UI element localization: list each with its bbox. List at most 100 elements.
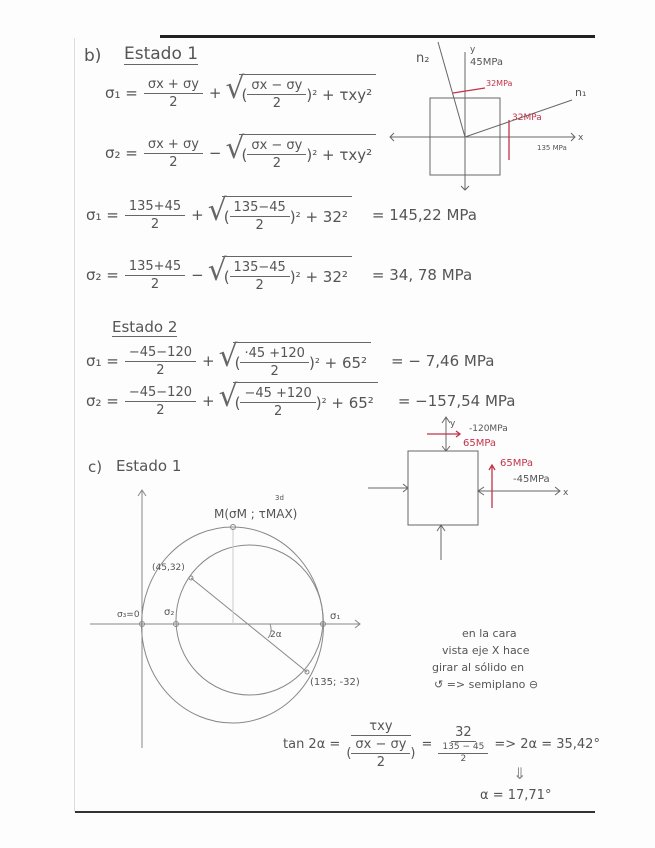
sigma-y-label: -120MPa: [469, 424, 508, 434]
numerator: 135+45: [124, 258, 186, 276]
sigma-x-label: 135 MPa: [537, 144, 567, 152]
operator: +: [322, 145, 335, 164]
tau-top-label: 65MPa: [463, 438, 496, 449]
page-bottom-edge: [75, 811, 595, 813]
lhs: σ₁ =: [86, 206, 119, 224]
tau-term: + 65²: [324, 353, 368, 372]
y-label: y: [450, 419, 456, 429]
page-left-edge: [74, 38, 75, 812]
point-sigma2: [173, 621, 179, 627]
result: = − 7,46 MPa: [391, 352, 495, 370]
n2-label: n₂: [416, 51, 429, 66]
denominator: 2: [273, 404, 283, 419]
operator: +: [208, 84, 222, 102]
n1-direction: [464, 99, 573, 138]
result: => 2α = 35,42°: [494, 737, 600, 752]
shear-arrow-right: [488, 463, 496, 508]
point-M: [230, 524, 236, 530]
x-label: x: [563, 488, 569, 498]
numerator: 135 − 45: [438, 742, 489, 754]
denominator: 2: [169, 94, 178, 110]
n2-direction: [437, 41, 466, 138]
denominator: 2: [255, 278, 264, 293]
n1-label: n₁: [575, 86, 586, 99]
result: = −157,54 MPa: [397, 392, 516, 410]
sigma-x-label: -45MPa: [513, 474, 550, 485]
lhs: σ₁ =: [86, 352, 119, 370]
exponent: ²: [321, 395, 327, 410]
formula-sigma2-estado1: σ₂ = 135+452 − (135−452)² + 32² = 34, 78…: [86, 253, 473, 294]
lhs: tan 2α =: [283, 737, 341, 752]
handwritten-note: en la cara vista eje X hace girar al sól…: [432, 625, 538, 693]
equals: =: [421, 737, 433, 752]
point-135-neg32: [304, 669, 310, 675]
lhs: σ₂ =: [105, 144, 138, 162]
note-line: en la cara: [462, 627, 517, 640]
numerator: σx + σy: [143, 76, 203, 94]
exponent: ²: [314, 355, 320, 370]
note-line: girar al sólido en: [432, 661, 525, 674]
sigma-y-label: 45MPa: [470, 57, 503, 68]
M-label: M(σM ; τMAX): [214, 507, 297, 521]
implies-arrow-icon: ⇓: [513, 764, 527, 783]
tau-term: + 32²: [305, 267, 348, 286]
point-sigma3: [139, 621, 145, 627]
operator: +: [322, 85, 335, 104]
formula-sigma1-estado1: σ₁ = 135+452 + (135−452)² + 32² = 145,22…: [86, 193, 477, 234]
denominator: 2: [270, 364, 279, 379]
denominator: 2: [156, 362, 165, 378]
lhs: σ₂ =: [86, 266, 119, 284]
mohr-circle-inner: [175, 544, 324, 696]
numerator: σx − σy: [247, 77, 307, 95]
numerator: −45−120: [124, 344, 196, 362]
angle-label: 2α: [270, 630, 282, 640]
denominator: 2: [150, 276, 160, 292]
page-top-edge: [160, 35, 595, 38]
denominator: 2: [255, 218, 264, 233]
tau-term: τxy²: [339, 145, 373, 164]
operator: −: [208, 144, 222, 162]
shear-arrow-top: [452, 87, 486, 94]
tau-term: τxy²: [339, 85, 373, 104]
denominator: 2: [460, 754, 467, 764]
numerator: τxy: [351, 718, 411, 736]
tau-term: + 32²: [305, 207, 348, 226]
numerator: ·45 +120: [240, 345, 309, 363]
exponent: ²: [295, 269, 301, 284]
result: = 34, 78 MPa: [371, 266, 473, 284]
numerator: −45−120: [124, 384, 196, 402]
formula-sigma2-general: σ₂ = σx + σy2 − (σx − σy2)² + τxy²: [105, 131, 377, 172]
square-root: (135−452)² + 32²: [208, 193, 352, 234]
estado2-title: Estado 2: [112, 318, 178, 337]
numerator: σx − σy: [247, 137, 307, 155]
y-label: y: [470, 45, 476, 55]
square-root: (σx − σy2)² + τxy²: [225, 131, 377, 172]
denominator: 2: [156, 402, 165, 418]
angle-arc: [267, 623, 272, 639]
M-superscript: 3d: [275, 494, 284, 502]
result: = 145,22 MPa: [371, 206, 477, 224]
x-label: x: [578, 133, 584, 143]
point-135-neg32-label: (135; -32): [310, 677, 360, 688]
exponent: ²: [312, 87, 318, 102]
denominator: 2: [169, 154, 178, 170]
sigma1-label: σ₁: [330, 611, 340, 622]
exponent: ²: [295, 209, 301, 224]
lhs: σ₂ =: [86, 392, 119, 410]
tau-top-label: 32MPa: [486, 79, 513, 88]
diameter-line: [190, 577, 308, 673]
